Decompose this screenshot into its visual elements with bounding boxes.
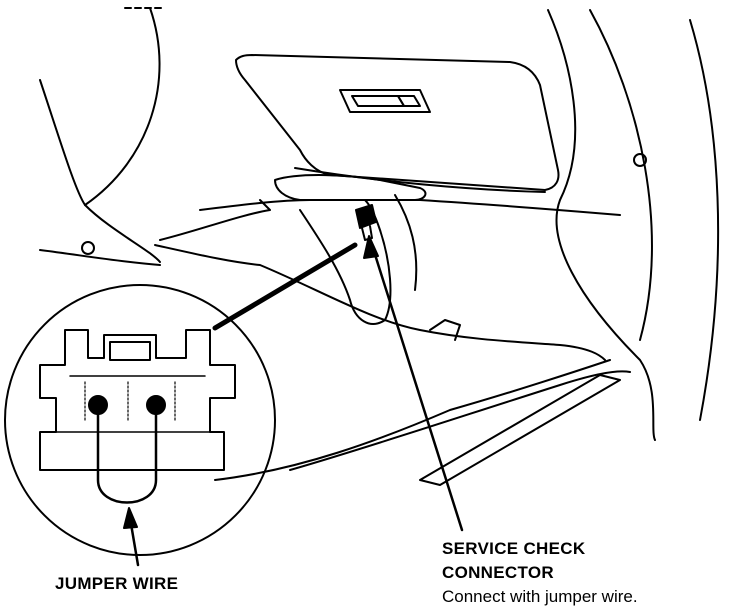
- glove-box-latch-slot: [397, 95, 421, 107]
- floor-lower-edge: [214, 359, 611, 481]
- glove-box: [235, 54, 560, 191]
- inset-connector-outline: [39, 329, 236, 471]
- inset-connector-window: [109, 341, 151, 361]
- dash-left-side: [159, 199, 271, 241]
- service-check-arrow-shaft: [370, 243, 464, 532]
- left-pillar: [84, 7, 161, 206]
- connector-body: [355, 204, 377, 229]
- floor-carpet: [154, 244, 606, 361]
- left-door-panel: [39, 79, 161, 263]
- right-panel-hole: [633, 153, 647, 167]
- instruction-text: Connect with jumper wire.: [442, 587, 638, 606]
- right-door-frame: [589, 9, 653, 341]
- under-dash-frame: [199, 199, 621, 216]
- right-body-edge: [689, 19, 720, 421]
- left-panel-hole: [81, 241, 95, 255]
- jumper-wire-label: JUMPER WIRE: [55, 574, 179, 593]
- service-check-label-line2: CONNECTOR: [442, 563, 554, 582]
- inset-pointer: [212, 242, 358, 331]
- glove-box-latch-outer: [339, 89, 431, 113]
- inset-circle: [4, 284, 276, 556]
- right-door-opening: [547, 9, 656, 441]
- sill-plate: [419, 374, 621, 486]
- wire-harness-2: [394, 194, 418, 291]
- service-check-arrowhead: [363, 235, 379, 259]
- service-check-label-line1: SERVICE CHECK: [442, 539, 586, 558]
- under-dash-bracket: [274, 174, 427, 201]
- floor-sill: [289, 370, 631, 471]
- glove-box-latch-inner: [351, 95, 405, 107]
- floor-tunnel: [429, 319, 461, 341]
- left-panel-lower: [39, 249, 161, 266]
- jumper-wire-arrowhead: [123, 507, 138, 529]
- jumper-wire-loop: [96, 403, 158, 504]
- glove-box-lower-edge: [294, 167, 546, 193]
